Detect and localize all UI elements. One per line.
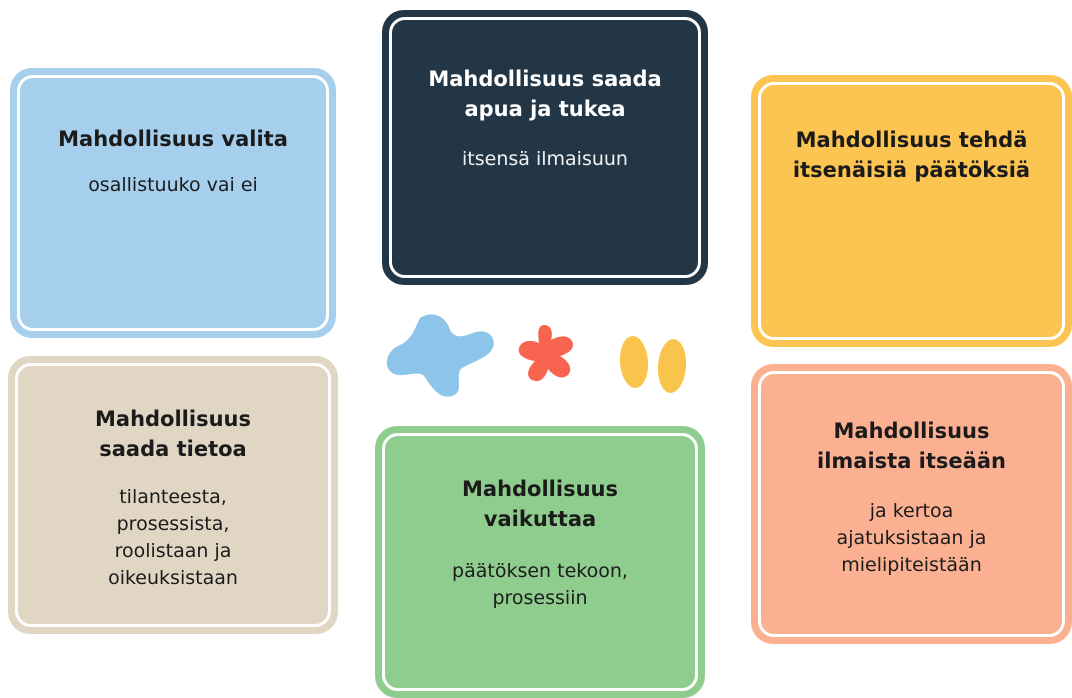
- card-decide-title: Mahdollisuus tehdä itsenäisiä päätöksiä: [792, 128, 1031, 182]
- blue-blob-shape: [386, 314, 494, 397]
- card-express-inner: Mahdollisuus ilmaista itseään ja kertoa …: [758, 371, 1065, 637]
- card-support-body: itsensä ilmaisuun: [462, 148, 628, 170]
- card-express-body: ja kertoa ajatuksistaan ja mielipiteistä…: [836, 500, 987, 576]
- card-choose-title: Mahdollisuus valita: [58, 127, 288, 151]
- card-support-title: Mahdollisuus saada apua ja tukea: [428, 67, 662, 121]
- card-support: Mahdollisuus saada apua ja tukea itsensä…: [382, 10, 708, 285]
- yellow-drop-right: [657, 339, 687, 393]
- red-asterisk-shape: [518, 325, 573, 382]
- card-decide-inner: Mahdollisuus tehdä itsenäisiä päätöksiä: [758, 82, 1065, 340]
- card-influence: Mahdollisuus vaikuttaa päätöksen tekoon,…: [375, 426, 705, 698]
- card-decide: Mahdollisuus tehdä itsenäisiä päätöksiä: [751, 75, 1072, 347]
- card-express-title: Mahdollisuus ilmaista itseään: [817, 419, 1006, 473]
- card-information-body: tilanteesta, prosessista, roolistaan ja …: [108, 486, 238, 589]
- card-influence-inner: Mahdollisuus vaikuttaa päätöksen tekoon,…: [382, 433, 698, 691]
- card-information-inner: Mahdollisuus saada tietoa tilanteesta, p…: [15, 363, 331, 627]
- card-express: Mahdollisuus ilmaista itseään ja kertoa …: [751, 364, 1072, 644]
- card-choose-inner: Mahdollisuus valita osallistuuko vai ei: [17, 75, 329, 331]
- card-choose-body: osallistuuko vai ei: [88, 174, 258, 196]
- card-choose: Mahdollisuus valita osallistuuko vai ei: [10, 68, 336, 338]
- card-influence-title: Mahdollisuus vaikuttaa: [462, 477, 618, 531]
- card-influence-body: päätöksen tekoon, prosessiin: [452, 560, 628, 609]
- yellow-drop-left: [619, 336, 649, 388]
- card-support-inner: Mahdollisuus saada apua ja tukea itsensä…: [389, 17, 701, 278]
- card-information: Mahdollisuus saada tietoa tilanteesta, p…: [8, 356, 338, 634]
- card-information-title: Mahdollisuus saada tietoa: [95, 407, 251, 461]
